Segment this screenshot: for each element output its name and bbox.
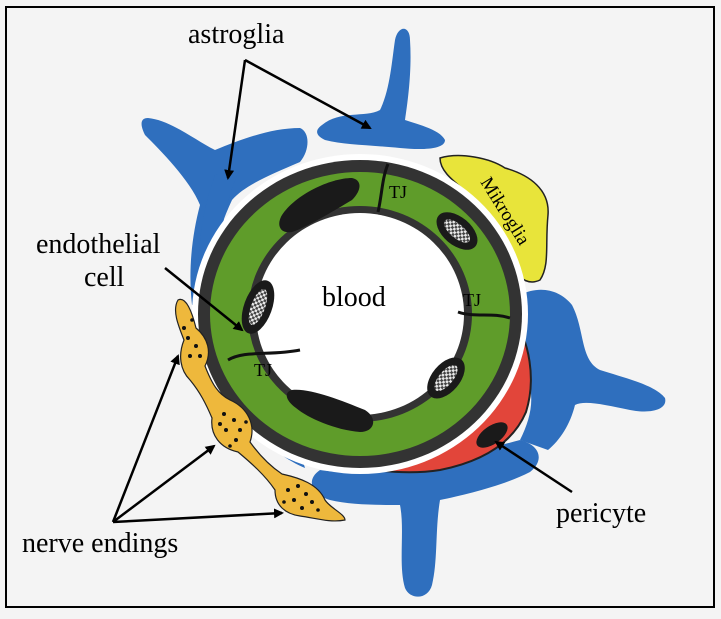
- label-nerve-endings: nerve endings: [22, 528, 178, 559]
- label-tj-right: TJ: [463, 290, 481, 310]
- label-endothelial-line2: cell: [84, 262, 125, 293]
- label-blood: blood: [322, 282, 386, 313]
- label-endothelial-line1: endothelial: [36, 229, 161, 260]
- label-tj-top: TJ: [389, 182, 407, 202]
- label-astroglia: astroglia: [188, 19, 285, 50]
- label-pericyte: pericyte: [556, 498, 646, 529]
- label-tj-left: TJ: [254, 360, 272, 380]
